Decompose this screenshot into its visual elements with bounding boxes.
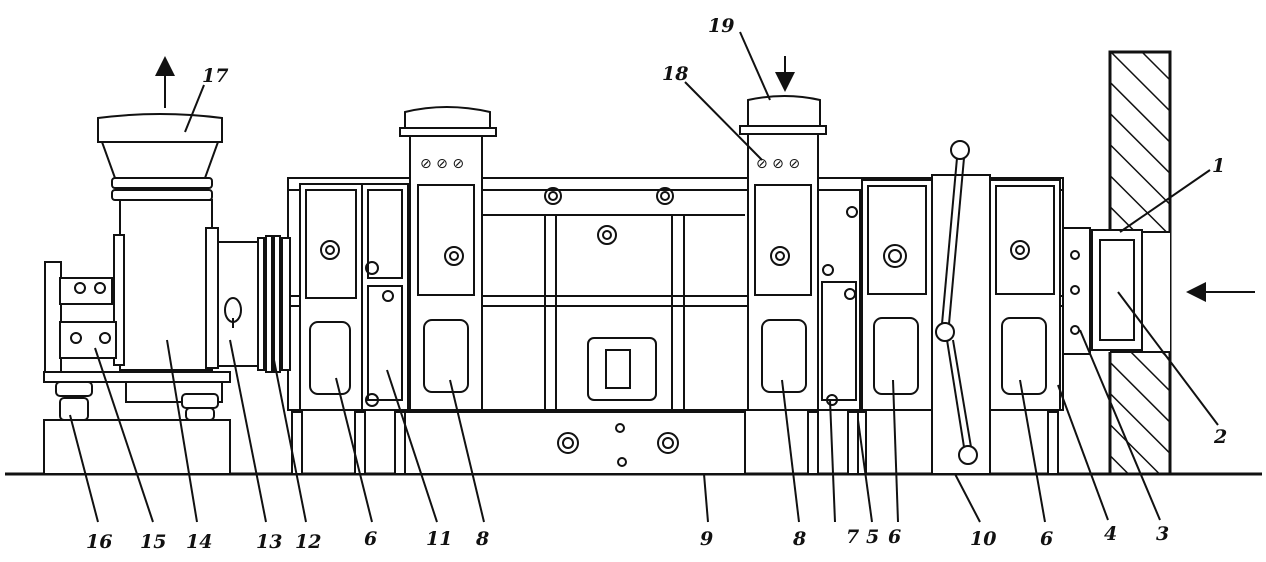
label-17: 17	[202, 65, 228, 87]
label-8-left: 8	[475, 528, 489, 550]
chamber-8-left: ⊘ ⊘ ⊘	[399, 106, 497, 411]
inlet-duct	[1059, 227, 1143, 355]
label-12: 12	[295, 531, 321, 553]
main-base	[399, 411, 988, 475]
chamber-6-right	[989, 179, 1061, 411]
label-4: 4	[1104, 523, 1117, 545]
chamber-7	[817, 189, 861, 411]
label-13: 13	[256, 531, 282, 553]
chamber-6-left	[299, 183, 363, 411]
label-8-right: 8	[792, 528, 806, 550]
label-11: 11	[426, 528, 452, 550]
label-6-middle: 6	[888, 526, 901, 548]
label-1: 1	[1212, 155, 1225, 177]
label-5: 5	[866, 526, 879, 548]
label-2: 2	[1213, 426, 1227, 448]
label-16: 16	[86, 531, 112, 553]
base-16	[43, 381, 231, 475]
svg-text:⊘ ⊘ ⊘: ⊘ ⊘ ⊘	[420, 156, 464, 172]
label-18: 18	[662, 63, 688, 85]
label-6-right: 6	[1040, 528, 1053, 550]
label-7: 7	[846, 526, 859, 548]
label-3: 3	[1156, 523, 1169, 545]
chamber-11	[361, 183, 409, 411]
bellows-12	[211, 235, 291, 373]
label-9: 9	[700, 528, 713, 550]
chamber-8-right: ⊘ ⊘ ⊘	[739, 95, 827, 411]
chamber-6-middle	[861, 179, 933, 411]
unit-14	[97, 113, 223, 371]
label-14: 14	[186, 531, 212, 553]
label-6-left: 6	[364, 528, 377, 550]
linkage-10	[931, 140, 991, 475]
label-15: 15	[140, 531, 166, 553]
svg-text:⊘ ⊘ ⊘: ⊘ ⊘ ⊘	[756, 156, 800, 172]
label-10: 10	[970, 528, 996, 550]
label-19: 19	[708, 15, 734, 37]
leader-lines	[69, 31, 1219, 523]
part-labels: 1 2 3 4 6 10 6 5 7 8 9 8 11 6 12 13 14 1…	[86, 15, 1227, 553]
